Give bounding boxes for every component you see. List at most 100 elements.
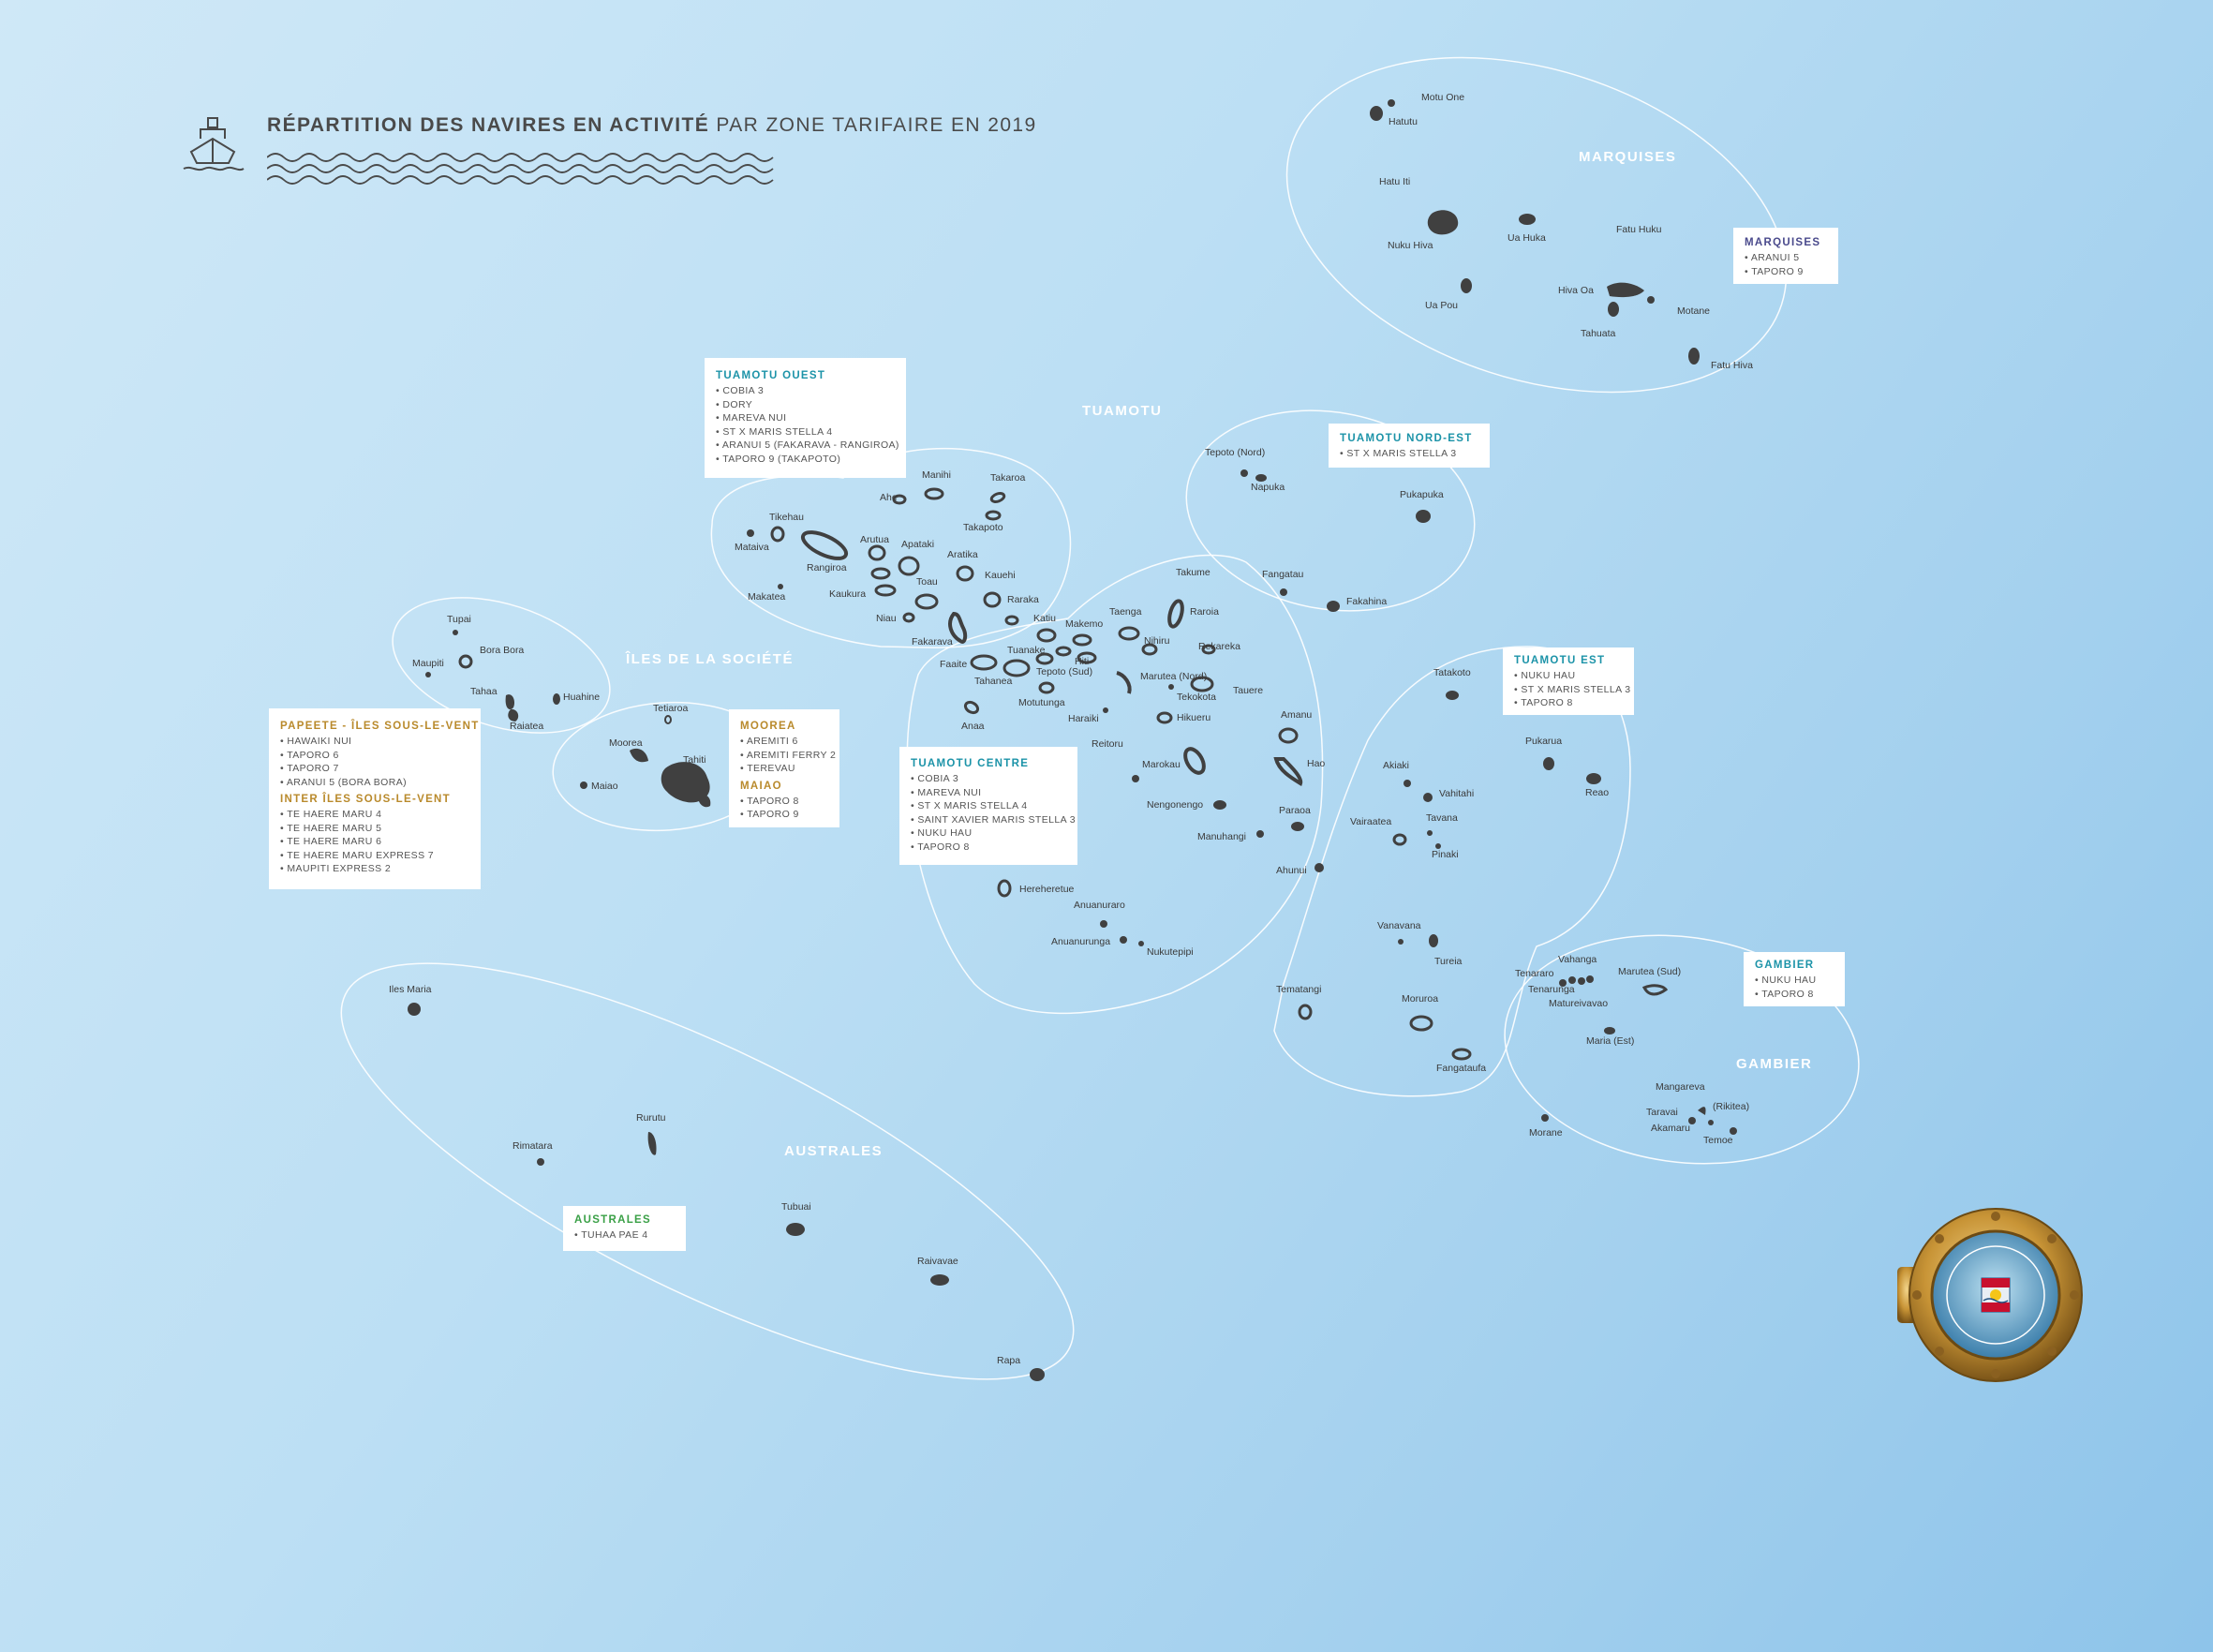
island-label-anuanuraro: Anuanuraro [1074,900,1125,911]
box-tuamotu-est-title: TUAMOTU EST [1514,655,1606,666]
box-tuamotu-centre-item: TAPORO 8 [911,841,1066,855]
island-label-tenarunga: Tenarunga [1528,984,1575,995]
island-label-hereheretue: Hereheretue [1019,884,1075,895]
island-label-nengonengo: Nengonengo [1147,799,1203,811]
island-label-apataki: Apataki [901,539,934,550]
box-inter-iles-item: TE HAERE MARU 4 [280,808,469,822]
box-maiao-item: TAPORO 8 [740,795,828,809]
island-label-faaite: Faaite [940,659,967,670]
box-marquises-title: MARQUISES [1745,237,1821,248]
island-label-tekokota: Tekokota [1177,692,1216,703]
island-label-vairaatea: Vairaatea [1350,816,1391,827]
page-title: RÉPARTITION DES NAVIRES EN ACTIVITÉ PAR … [267,114,1037,137]
island-label-matureivavao: Matureivavao [1549,998,1608,1009]
island-label-fatu-huku: Fatu Huku [1616,224,1662,235]
zone-outline-marquises [1285,56,1788,394]
island-label-tatakoto: Tatakoto [1433,667,1471,678]
box-papeete: PAPEETE - ÎLES SOUS-LE-VENT HAWAIKI NUI … [269,708,481,889]
box-marquises-item: TAPORO 9 [1745,265,1827,279]
box-tuamotu-centre-title: TUAMOTU CENTRE [911,758,1030,769]
island-label-tubuai: Tubuai [781,1201,811,1213]
box-tuamotu-ouest-title: TUAMOTU OUEST [716,370,826,381]
box-tuamotu-nord-est-item: ST X MARIS STELLA 3 [1340,447,1478,461]
island-label-taravai: Taravai [1646,1107,1678,1118]
tuamotu-centre-islands: Katiu Makemo Taenga Takume Raroia Nihiru… [940,567,1325,958]
tuamotu-nord-est-islands: Tepoto (Nord) Napuka Pukapuka Fangatau F… [1205,447,1444,612]
island-label-manuhangi: Manuhangi [1197,831,1246,842]
island-label-paraoa: Paraoa [1279,805,1311,816]
island-label-hiva-oa: Hiva Oa [1558,285,1594,296]
island-label-fakahina: Fakahina [1346,596,1387,607]
zone-label-societe: ÎLES DE LA SOCIÉTÉ [625,650,794,667]
box-tuamotu-est-item: TAPORO 8 [1514,696,1623,710]
island-label-tahaa: Tahaa [470,686,498,697]
island-label-tepoto-sud: Tepoto (Sud) [1036,666,1092,677]
island-label-marutea-sud: Marutea (Sud) [1618,966,1681,977]
island-label-maupiti: Maupiti [412,658,444,669]
box-tuamotu-ouest-item: MAREVA NUI [716,411,895,425]
island-label-raroia: Raroia [1190,606,1219,618]
island-label-reitoru: Reitoru [1092,738,1123,750]
box-moorea: MOOREA AREMITI 6 AREMITI FERRY 2 TEREVAU… [729,709,839,827]
island-label-tenararo: Tenararo [1515,968,1554,979]
island-label-ua-pou: Ua Pou [1425,300,1458,311]
island-label-hatu-iti: Hatu Iti [1379,176,1410,187]
island-label-kauehi: Kauehi [985,570,1016,581]
island-label-fangataufa: Fangataufa [1436,1063,1486,1074]
island-label-rekareka: Rekareka [1198,641,1240,652]
marquises-islands: Motu One Hatutu Hatu Iti Nuku Hiva Ua Hu… [1370,92,1753,371]
island-label-tauere: Tauere [1233,685,1263,696]
island-label-vanavana: Vanavana [1377,920,1421,931]
island-label-morane: Morane [1529,1127,1563,1139]
box-tuamotu-est-item: NUKU HAU [1514,669,1623,683]
island-label-ahunui: Ahunui [1276,865,1307,876]
box-tuamotu-est-item: ST X MARIS STELLA 3 [1514,683,1630,697]
island-label-tureia: Tureia [1434,956,1463,967]
box-tuamotu-centre: TUAMOTU CENTRE COBIA 3 MAREVA NUI ST X M… [899,747,1077,865]
island-label-ua-huka: Ua Huka [1508,232,1546,244]
island-label-reao: Reao [1585,787,1609,798]
island-label-tematangi: Tematangi [1276,984,1321,995]
page-title-bold: RÉPARTITION DES NAVIRES EN ACTIVITÉ [267,114,710,136]
island-label-mataiva: Mataiva [735,542,769,553]
island-label-tuanake: Tuanake [1007,645,1046,656]
island-label-makatea: Makatea [748,591,785,603]
island-label-amanu: Amanu [1281,709,1312,721]
box-gambier-item: TAPORO 8 [1755,988,1834,1002]
box-maiao-item: TAPORO 9 [740,808,828,822]
island-label-pukapuka: Pukapuka [1400,489,1444,500]
waves-decoration [267,153,774,185]
box-marquises: MARQUISES ARANUI 5 TAPORO 9 [1733,228,1838,284]
island-label-toau: Toau [916,576,938,588]
island-label-vahitahi: Vahitahi [1439,788,1474,799]
island-label-rangiroa: Rangiroa [807,562,847,573]
ship-icon [183,117,245,171]
zone-outline-iles-sous-le-vent [392,597,611,734]
island-label-iles-maria: Iles Maria [389,984,432,995]
island-label-arutua: Arutua [860,534,889,545]
box-marquises-item: ARANUI 5 [1745,251,1827,265]
box-moorea-item: TEREVAU [740,762,828,776]
island-label-rurutu: Rurutu [636,1112,666,1124]
island-label-anuanurunga: Anuanurunga [1051,936,1110,947]
island-label-napuka: Napuka [1251,482,1285,493]
island-label-fatu-hiva: Fatu Hiva [1711,360,1753,371]
box-tuamotu-ouest: TUAMOTU OUEST COBIA 3 DORY MAREVA NUI ST… [705,358,906,478]
island-label-pukarua: Pukarua [1525,736,1562,747]
box-moorea-title: MOOREA [740,721,796,732]
zone-outline-gambier [1504,934,1860,1165]
tuamotu-est-islands: Tatakoto Pukarua Reao Akiaki Vahitahi Va… [1276,667,1609,1074]
island-label-tupai: Tupai [447,614,471,625]
island-label-taenga: Taenga [1109,606,1142,618]
island-label-makemo: Makemo [1065,618,1103,630]
island-label-tavana: Tavana [1426,812,1458,824]
box-maiao-title: MAIAO [740,780,782,792]
box-gambier-title: GAMBIER [1755,960,1815,971]
box-papeete-title: PAPEETE - ÎLES SOUS-LE-VENT [280,721,480,732]
island-label-mangareva: Mangareva [1656,1081,1705,1093]
zone-outlines [340,56,1860,1380]
island-label-rimatara: Rimatara [512,1140,553,1152]
box-papeete-item: TAPORO 6 [280,749,469,763]
box-inter-iles-item: TE HAERE MARU EXPRESS 7 [280,849,469,863]
box-tuamotu-ouest-item: ARANUI 5 (FAKARAVA - RANGIROA) [716,439,899,453]
